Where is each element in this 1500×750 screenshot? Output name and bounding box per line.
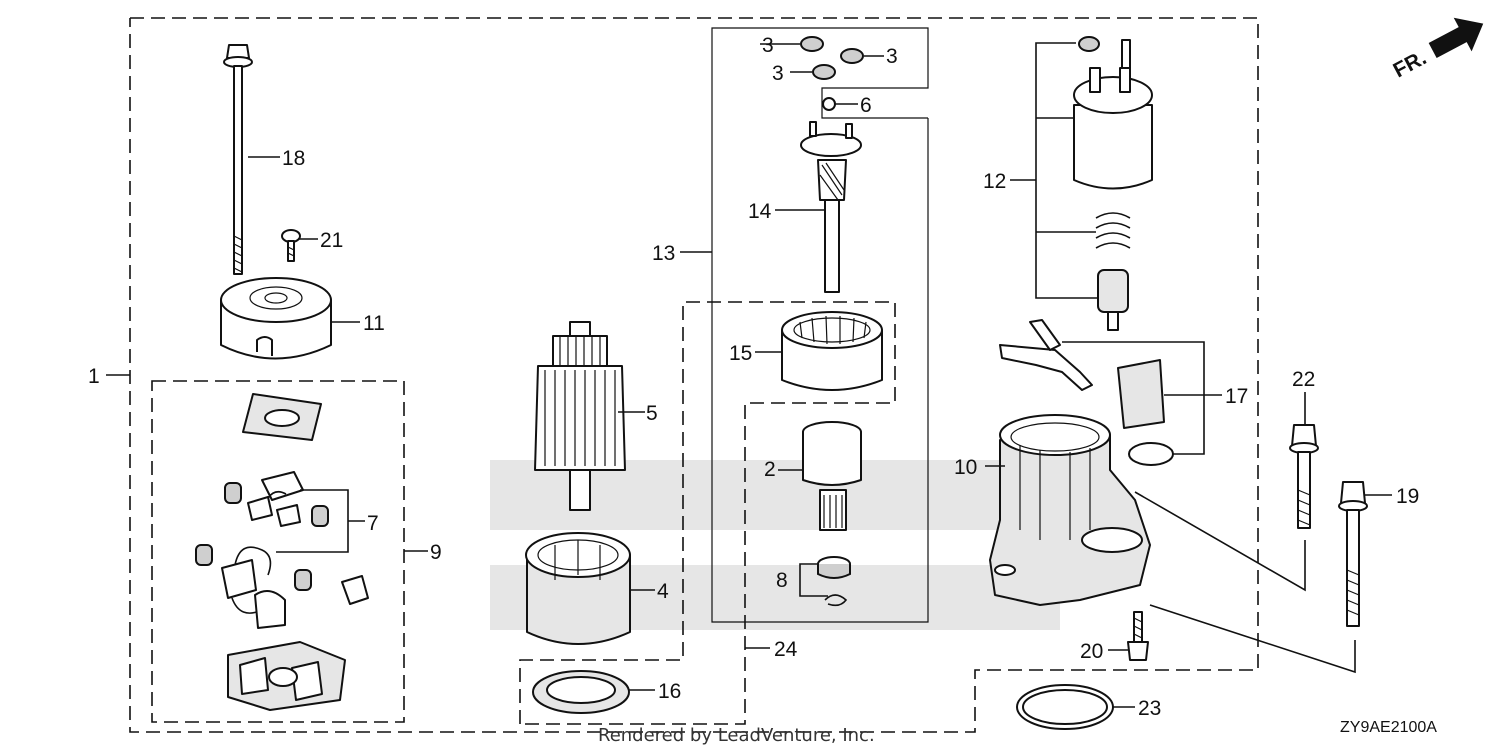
- front-arrow-icon: [1428, 17, 1484, 59]
- part-9-brush-holder[interactable]: [227, 641, 346, 711]
- callout-18[interactable]: 18: [282, 147, 305, 170]
- part-17-shift-lever-set[interactable]: [999, 319, 1174, 466]
- part-3-nuts[interactable]: [800, 36, 864, 80]
- callout-3c[interactable]: 3: [772, 62, 784, 85]
- part-8-collar-and-clip[interactable]: [817, 556, 851, 607]
- callout-9[interactable]: 9: [430, 541, 442, 564]
- callout-7[interactable]: 7: [367, 512, 379, 535]
- part-6-washer[interactable]: [822, 97, 836, 111]
- part-10-front-housing[interactable]: [989, 414, 1151, 606]
- callout-1[interactable]: 1: [88, 365, 100, 388]
- callout-23[interactable]: 23: [1138, 697, 1161, 720]
- leader-lines: [106, 42, 1392, 708]
- callout-2[interactable]: 2: [764, 458, 776, 481]
- callout-6[interactable]: 6: [860, 94, 872, 117]
- part-18-through-bolt[interactable]: [223, 44, 253, 275]
- callout-15[interactable]: 15: [729, 342, 752, 365]
- callout-3a[interactable]: 3: [762, 34, 774, 57]
- callout-4[interactable]: 4: [657, 580, 669, 603]
- callout-13[interactable]: 13: [652, 242, 675, 265]
- group-1-outline: [129, 17, 1259, 733]
- callout-3b[interactable]: 3: [886, 45, 898, 68]
- part-12-solenoid[interactable]: [1073, 36, 1153, 331]
- callout-17[interactable]: 17: [1225, 385, 1248, 408]
- callout-21[interactable]: 21: [320, 229, 343, 252]
- part-16-gasket[interactable]: [532, 670, 630, 714]
- rendered-by-watermark: Rendered by LeadVenture, Inc.: [598, 725, 875, 746]
- part-9-brush-plate[interactable]: [242, 393, 322, 441]
- front-label: FR.: [1390, 46, 1431, 82]
- callout-22[interactable]: 22: [1292, 368, 1315, 391]
- callout-14[interactable]: 14: [748, 200, 772, 223]
- part-21-screw[interactable]: [281, 229, 301, 262]
- part-19-bolt[interactable]: [1338, 481, 1368, 627]
- part-20-bolt[interactable]: [1127, 611, 1149, 661]
- diagram-code: ZY9AE2100A: [1340, 719, 1437, 736]
- part-7-brushes-and-springs[interactable]: [195, 471, 369, 629]
- callout-5[interactable]: 5: [646, 402, 658, 425]
- callout-11[interactable]: 11: [363, 312, 385, 335]
- callout-labels: 1 2 3 3 3 4 5 6 7 8 9 10 11 12 13 14 15 …: [88, 34, 1419, 720]
- callout-20[interactable]: 20: [1080, 640, 1103, 663]
- callout-12[interactable]: 12: [983, 170, 1006, 193]
- part-15-internal-gear[interactable]: [781, 311, 883, 391]
- part-5-armature[interactable]: [534, 321, 626, 511]
- part-11-rear-cover[interactable]: [220, 277, 332, 360]
- callout-16[interactable]: 16: [658, 680, 681, 703]
- part-2-pinion-gear[interactable]: [802, 421, 862, 531]
- group-13-outline: [711, 27, 929, 623]
- part-4-yoke[interactable]: [525, 532, 631, 645]
- callout-24[interactable]: 24: [774, 638, 798, 661]
- part-22-bolt[interactable]: [1289, 424, 1319, 529]
- part-14-shaft[interactable]: [800, 121, 862, 293]
- callout-8[interactable]: 8: [776, 569, 788, 592]
- callout-10[interactable]: 10: [954, 456, 977, 479]
- callout-19[interactable]: 19: [1396, 485, 1419, 508]
- front-direction-indicator: FR.: [1390, 17, 1484, 82]
- group-24-outline: [519, 301, 896, 725]
- part-23-o-ring[interactable]: [1016, 684, 1114, 730]
